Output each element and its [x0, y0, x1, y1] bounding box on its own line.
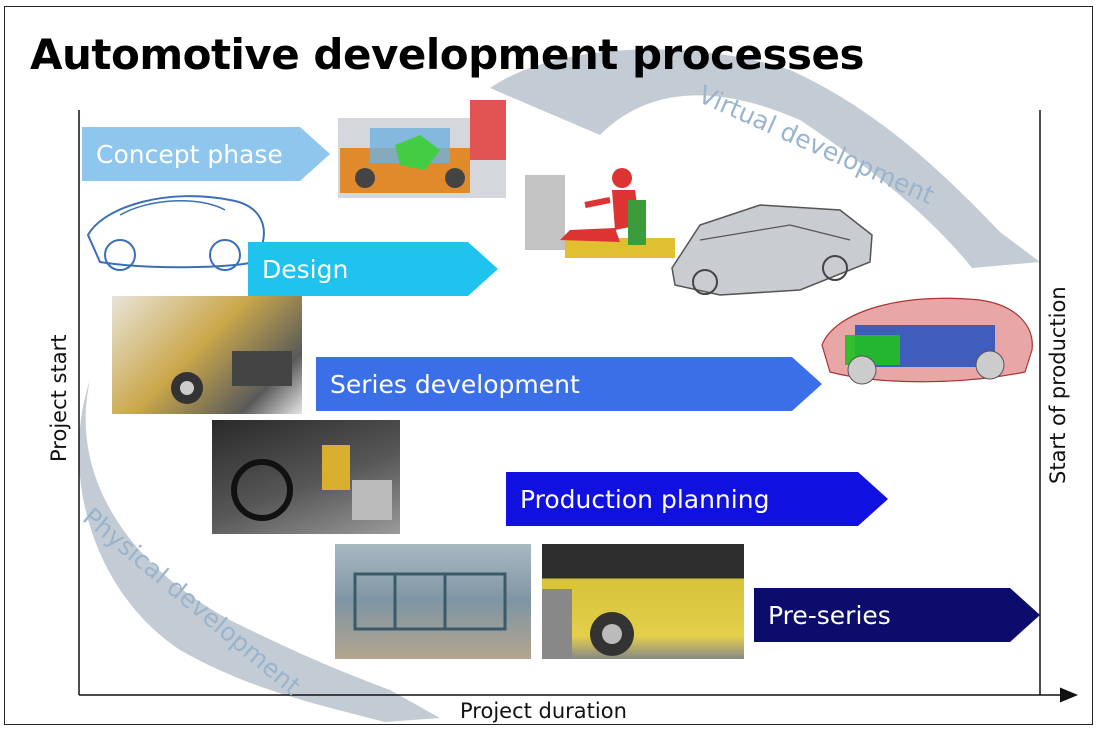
phase-concept-label: Concept phase — [96, 139, 283, 169]
phase-production-planning: Production planning — [506, 472, 888, 526]
x-axis-label: Project duration — [460, 699, 627, 723]
prototype-car-drawing — [171, 351, 292, 404]
phase-series-development: Series development — [316, 357, 822, 411]
phase-concept: Concept phase — [82, 127, 330, 181]
phase-design: Design — [248, 242, 498, 296]
virtual-development-arrow — [490, 49, 1040, 268]
crash-test-drawing — [542, 589, 634, 659]
concept-model-image — [338, 100, 506, 198]
phase-pre-series: Pre-series — [754, 588, 1040, 642]
phase-series-development-label: Series development — [330, 369, 580, 399]
ergonomics-dummy-image — [525, 168, 675, 258]
page-title: Automotive development processes — [30, 30, 865, 79]
cockpit-test-photo — [212, 420, 400, 534]
physical-development-arrow — [78, 380, 440, 722]
phase-production-planning-label: Production planning — [520, 484, 770, 514]
phase-design-label: Design — [262, 254, 349, 284]
production-line-drawing — [353, 572, 507, 631]
production-line-photo — [335, 544, 531, 659]
cockpit-test-drawing — [231, 445, 392, 521]
body-structure-image — [671, 204, 873, 296]
prototype-car-photo — [112, 296, 302, 414]
simulation-car-image — [821, 297, 1033, 385]
phase-pre-series-label: Pre-series — [768, 600, 891, 630]
slide-frame — [4, 6, 1093, 725]
crash-test-photo — [542, 544, 744, 659]
design-sketch-image — [86, 195, 265, 271]
